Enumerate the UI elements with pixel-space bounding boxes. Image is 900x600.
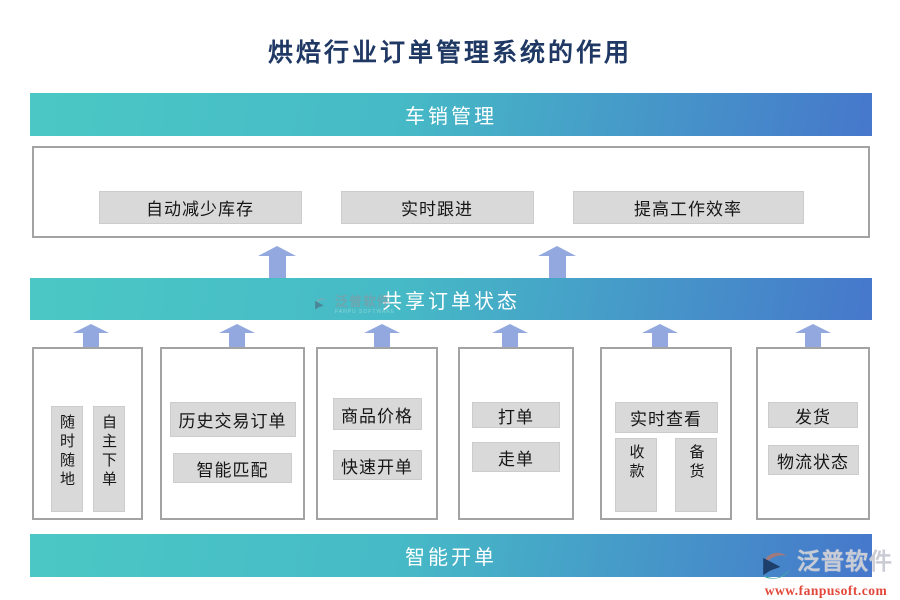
group-item-logistics-status: 物流状态 bbox=[767, 445, 859, 475]
up-arrow-icon bbox=[794, 324, 832, 348]
top-features-box: 自动减少库存 实时跟进 提高工作效率 bbox=[32, 146, 870, 238]
feature-group-history: 历史交易订单 智能匹配 bbox=[160, 347, 305, 520]
up-arrow-icon bbox=[363, 324, 401, 348]
page-title: 烘焙行业订单管理系统的作用 bbox=[267, 40, 632, 67]
feature-item-realtime-follow: 实时跟进 bbox=[340, 191, 534, 224]
banner-smart-billing-label: 智能开单 bbox=[405, 547, 497, 569]
feature-group-ordering-anywhere: 随时随地 自主下单 bbox=[32, 347, 143, 520]
group-item-ship-goods: 发货 bbox=[768, 402, 858, 428]
banner-vehicle-sales-label: 车销管理 bbox=[405, 106, 497, 128]
group-item-dispatch-order: 走单 bbox=[472, 442, 560, 472]
up-arrow-icon bbox=[538, 246, 576, 278]
watermark-url: www.fanpusoft.com bbox=[764, 583, 888, 598]
banner-vehicle-sales: 车销管理 bbox=[30, 93, 872, 136]
up-arrow-icon bbox=[218, 324, 256, 348]
group-item-quick-order: 快速开单 bbox=[332, 450, 422, 480]
feature-item-auto-reduce-stock: 自动减少库存 bbox=[98, 191, 302, 224]
banner-smart-billing: 智能开单 bbox=[30, 534, 872, 577]
watermark-brand: 泛普软件 bbox=[797, 549, 893, 574]
banner-shared-order-status: 共享订单状态 bbox=[30, 278, 872, 320]
up-arrow-icon bbox=[258, 246, 296, 278]
group-item-self-order: 自主下单 bbox=[92, 405, 125, 512]
fanpu-logo-icon bbox=[315, 298, 329, 312]
watermark-center-subtext: FANPU SOFTWARE bbox=[335, 309, 396, 315]
group-item-smart-match: 智能匹配 bbox=[173, 453, 292, 483]
group-item-history-orders: 历史交易订单 bbox=[169, 402, 296, 437]
up-arrow-icon bbox=[72, 324, 110, 348]
watermark-center-brand: 泛普软件 bbox=[335, 294, 392, 309]
banner-shared-order-status-label: 共享订单状态 bbox=[382, 290, 520, 313]
up-arrow-icon bbox=[491, 324, 529, 348]
up-arrow-icon bbox=[641, 324, 679, 348]
feature-group-pricing: 商品价格 快速开单 bbox=[316, 347, 438, 520]
watermark-center: 泛普软件 FANPU SOFTWARE bbox=[311, 295, 395, 315]
group-item-product-price: 商品价格 bbox=[332, 398, 422, 430]
group-item-realtime-view: 实时查看 bbox=[614, 402, 718, 433]
feature-item-efficiency: 提高工作效率 bbox=[572, 191, 804, 224]
watermark-bottom-right: 泛普软件 www.fanpusoft.com bbox=[755, 546, 897, 599]
group-item-anytime-anywhere: 随时随地 bbox=[50, 405, 83, 512]
group-item-pair: 收款 备货 bbox=[615, 438, 717, 512]
feature-group-monitoring: 实时查看 收款 备货 bbox=[600, 347, 732, 520]
group-item-print-order: 打单 bbox=[472, 402, 560, 428]
group-item-collect-payment: 收款 bbox=[615, 438, 657, 512]
feature-group-orders: 打单 走单 bbox=[458, 347, 574, 520]
fanpu-logo-icon bbox=[763, 552, 791, 579]
feature-group-logistics: 发货 物流状态 bbox=[756, 347, 870, 520]
group-item-prepare-goods: 备货 bbox=[675, 438, 717, 512]
